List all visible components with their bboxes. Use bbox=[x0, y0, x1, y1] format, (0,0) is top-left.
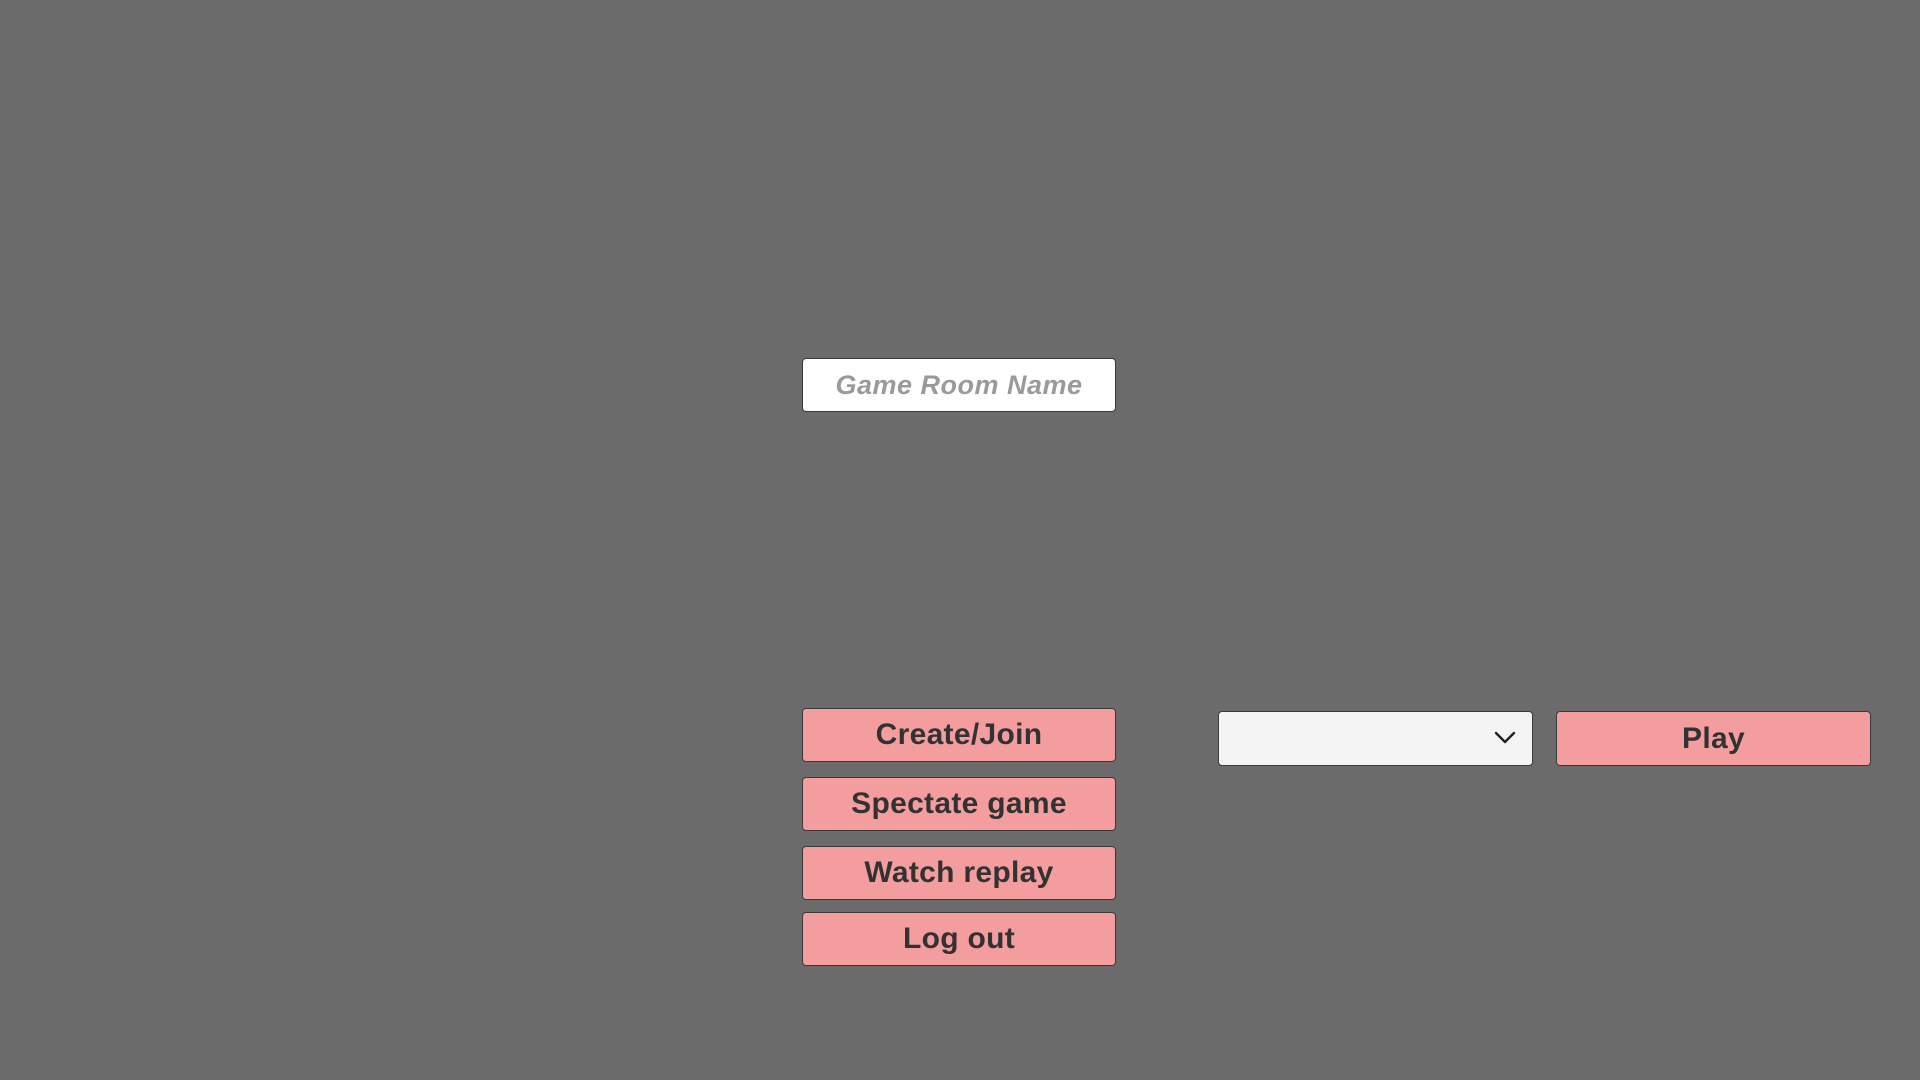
chevron-down-icon bbox=[1494, 731, 1516, 744]
game-mode-dropdown[interactable] bbox=[1218, 711, 1533, 766]
spectate-game-button[interactable]: Spectate game bbox=[802, 777, 1116, 831]
game-room-name-input[interactable] bbox=[802, 358, 1116, 412]
log-out-button[interactable]: Log out bbox=[802, 912, 1116, 966]
watch-replay-button[interactable]: Watch replay bbox=[802, 846, 1116, 900]
create-join-button[interactable]: Create/Join bbox=[802, 708, 1116, 762]
play-button[interactable]: Play bbox=[1556, 711, 1871, 766]
